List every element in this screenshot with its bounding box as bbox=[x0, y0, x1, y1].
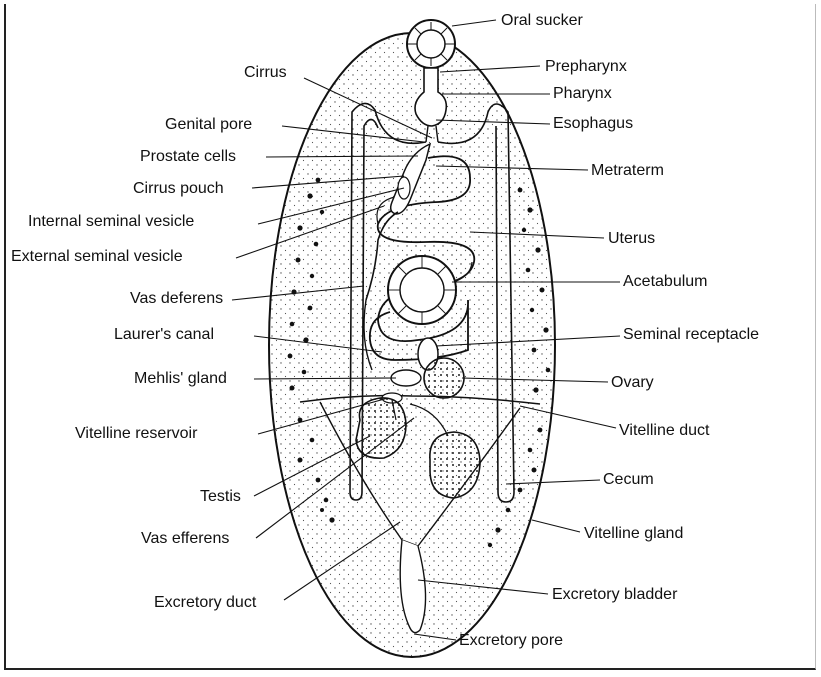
label-testis: Testis bbox=[200, 488, 241, 506]
label-metraterm: Metraterm bbox=[591, 162, 664, 180]
label-vas-deferens: Vas deferens bbox=[130, 290, 223, 308]
label-cirrus-pouch: Cirrus pouch bbox=[133, 180, 224, 198]
label-vitelline-gland: Vitelline gland bbox=[584, 525, 683, 543]
label-prostate-cells: Prostate cells bbox=[140, 148, 236, 166]
label-cirrus: Cirrus bbox=[244, 64, 287, 82]
label-mehlis-gland: Mehlis' gland bbox=[134, 370, 227, 388]
oral-sucker-shape bbox=[407, 20, 455, 68]
label-vitelline-duct: Vitelline duct bbox=[619, 422, 709, 440]
label-excretory-bladder: Excretory bladder bbox=[552, 586, 677, 604]
label-external-seminal-vesicle: External seminal vesicle bbox=[11, 248, 183, 266]
label-cecum: Cecum bbox=[603, 471, 654, 489]
label-vitelline-reservoir: Vitelline reservoir bbox=[75, 425, 197, 443]
testis-posterior-shape bbox=[430, 432, 480, 498]
label-vas-efferens: Vas efferens bbox=[141, 530, 229, 548]
acetabulum-shape bbox=[388, 256, 456, 324]
label-excretory-duct: Excretory duct bbox=[154, 594, 256, 612]
ovary-shape bbox=[424, 358, 464, 398]
label-internal-seminal-vesicle: Internal seminal vesicle bbox=[28, 213, 194, 231]
label-acetabulum: Acetabulum bbox=[623, 273, 708, 291]
label-laurers-canal: Laurer's canal bbox=[114, 326, 214, 344]
label-seminal-receptacle: Seminal receptacle bbox=[623, 326, 759, 344]
label-pharynx: Pharynx bbox=[553, 85, 612, 103]
label-prepharynx: Prepharynx bbox=[545, 58, 627, 76]
label-oral-sucker: Oral sucker bbox=[501, 12, 583, 30]
label-excretory-pore: Excretory pore bbox=[459, 632, 563, 650]
testis-anterior-shape bbox=[356, 398, 406, 458]
label-uterus: Uterus bbox=[608, 230, 655, 248]
label-ovary: Ovary bbox=[611, 374, 654, 392]
label-genital-pore: Genital pore bbox=[165, 116, 252, 134]
label-esophagus: Esophagus bbox=[553, 115, 633, 133]
